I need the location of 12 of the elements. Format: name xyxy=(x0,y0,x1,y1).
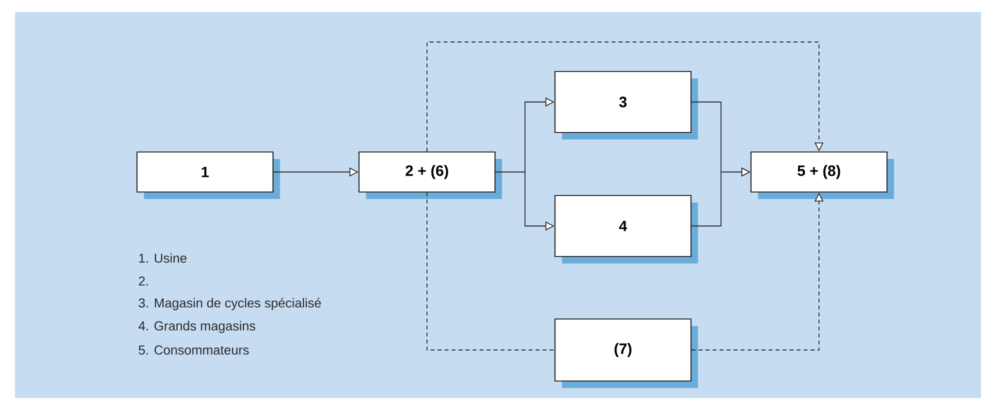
process-box: 4 xyxy=(554,194,698,264)
process-box: 3 xyxy=(554,70,698,140)
process-box: 2 + (6) xyxy=(358,151,502,199)
process-box: (7) xyxy=(554,318,698,388)
legend-text: 3. Magasin de cycles spécialisé xyxy=(138,298,321,310)
legend-text: 2. xyxy=(138,276,148,286)
legend-text: 4. Grands magasins xyxy=(138,320,256,334)
process-box: 5 + (8) xyxy=(750,151,894,199)
arrow xyxy=(426,42,824,152)
legend-text: 5. Consommateurs xyxy=(138,345,249,355)
legend-text: 1. Usine xyxy=(139,253,186,263)
process-box: 1 xyxy=(136,151,280,199)
